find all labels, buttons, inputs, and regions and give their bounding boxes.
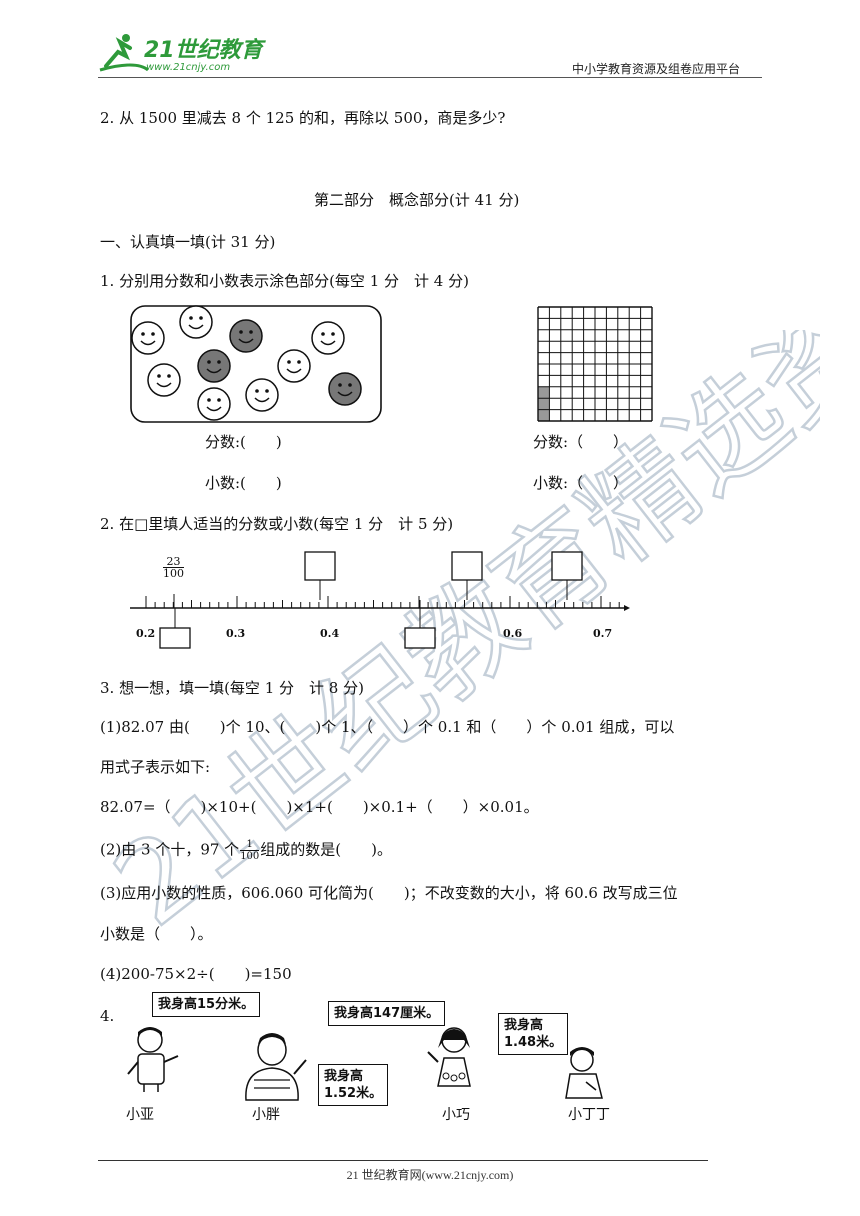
kid-name-xiaoya: 小亚 xyxy=(126,1107,154,1123)
answer-box[interactable] xyxy=(451,551,483,581)
q1-title: 1. 分别用分数和小数表示涂色部分(每空 1 分 计 4 分) xyxy=(100,272,469,290)
q1-left-fraction: 分数:( ) xyxy=(205,433,282,451)
smiley xyxy=(197,387,231,421)
smiley-box xyxy=(130,305,382,423)
shaded-cell xyxy=(538,386,550,399)
q1-right-decimal: 小数:（ ） xyxy=(533,474,629,492)
footer-divider xyxy=(98,1160,708,1161)
smiley xyxy=(179,305,213,339)
speech-bubble-xiaoqiao: 我身高147厘米。 xyxy=(328,1001,446,1026)
smiley xyxy=(147,363,181,397)
q3-p1-line2: 用式子表示如下: xyxy=(100,758,211,776)
logo-text: 21世纪教育 xyxy=(144,38,263,63)
q3-p1-line1: (1)82.07 由( )个 10、( )个 1、（ ）个 0.1 和（ ）个 … xyxy=(100,718,675,736)
kid-xiaoya-figure xyxy=(127,1027,179,1092)
number-line-fraction: 23 100 xyxy=(163,555,184,580)
kid-xiaoqiao-figure xyxy=(427,1027,471,1087)
speech-bubble-xiaopang: 我身高 1.52米。 xyxy=(318,1064,389,1106)
smiley xyxy=(245,378,279,412)
shaded-smiley xyxy=(328,372,362,406)
q3-p4: (4)200-75×2÷( )=150 xyxy=(100,965,292,983)
q4-label: 4. xyxy=(100,1007,115,1025)
answer-box[interactable] xyxy=(304,551,336,581)
q3-title: 3. 想一想，填一填(每空 1 分 计 8 分) xyxy=(100,679,364,697)
kid-name-xiaopang: 小胖 xyxy=(252,1107,280,1123)
header-logo: 21世纪教育 www.21cnjy.com xyxy=(96,30,266,76)
calc-question-2: 2. 从 1500 里减去 8 个 125 的和，再除以 500，商是多少? xyxy=(100,109,506,127)
tick-label-0-7: 0.7 xyxy=(593,627,613,640)
tick-label-0-6: 0.6 xyxy=(503,627,523,640)
kid-name-xiaodingding: 小丁丁 xyxy=(568,1107,610,1123)
kid-xiaopang-figure xyxy=(245,1033,307,1101)
shaded-smiley xyxy=(229,319,263,353)
platform-label: 中小学教育资源及组卷应用平台 xyxy=(572,62,741,76)
smiley xyxy=(311,321,345,355)
arrow-icon xyxy=(624,605,630,611)
part2-title: 第二部分 概念部分(计 41 分) xyxy=(314,191,520,209)
header-divider xyxy=(98,77,762,78)
tick-label-0-4: 0.4 xyxy=(320,627,340,640)
shaded-cell xyxy=(538,398,550,410)
smiley xyxy=(131,321,165,355)
q3-p3-line1: (3)应用小数的性质，606.060 可化简为( )；不改变数的大小，将 60.… xyxy=(100,884,678,902)
hundred-grid xyxy=(537,306,653,422)
section1-title: 一、认真填一填(计 31 分) xyxy=(100,233,276,251)
shaded-smiley xyxy=(197,349,231,383)
logo-url: www.21cnjy.com xyxy=(146,62,231,73)
speech-bubble-xiaodingding: 我身高 1.48米。 xyxy=(498,1013,569,1055)
answer-box[interactable] xyxy=(404,627,436,649)
q3-p1-line3: 82.07=（ )×10+( )×1+( )×0.1+（ ）×0.01。 xyxy=(100,798,539,816)
number-line xyxy=(130,551,630,649)
q1-left-decimal: 小数:( ) xyxy=(205,474,282,492)
kid-name-xiaoqiao: 小巧 xyxy=(442,1107,470,1123)
q2-title: 2. 在□里填人适当的分数或小数(每空 1 分 计 5 分) xyxy=(100,515,454,533)
speech-bubble-xiaoya: 我身高15分米。 xyxy=(152,992,261,1017)
answer-box[interactable] xyxy=(551,551,583,581)
runner-logo-icon xyxy=(99,34,149,72)
shaded-cell xyxy=(538,409,550,421)
tick-label-0-2: 0.2 xyxy=(136,627,156,640)
q1-right-fraction: 分数:（ ） xyxy=(533,433,629,451)
q3-p3-line2: 小数是（ ）。 xyxy=(100,925,213,943)
tick-label-0-3: 0.3 xyxy=(226,627,246,640)
kid-xiaodingding-figure xyxy=(565,1047,603,1099)
answer-box[interactable] xyxy=(159,627,191,649)
smiley xyxy=(277,349,311,383)
footer-text: 21 世纪教育网(www.21cnjy.com) xyxy=(346,1168,514,1182)
